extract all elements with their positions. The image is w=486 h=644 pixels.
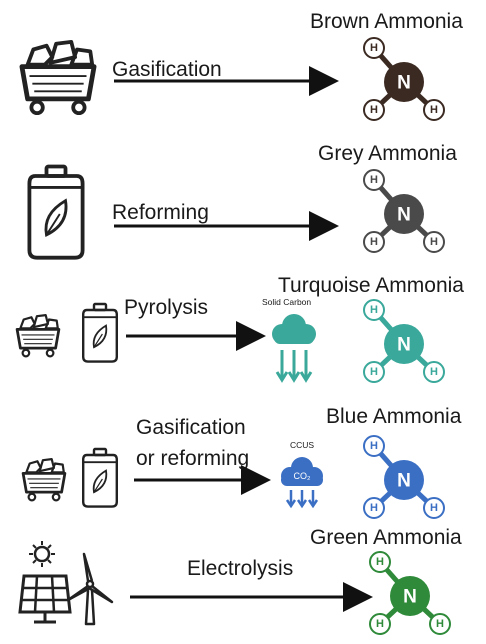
ammonia-molecule: H H H N (363, 435, 445, 519)
product-title: Blue Ammonia (326, 405, 462, 428)
hydrogen-label: H (370, 440, 378, 452)
hydrogen-atom (369, 551, 391, 573)
hydrogen-atom (363, 37, 385, 59)
hydrogen-label: H (370, 304, 378, 316)
co2-cloud-icon: CO₂ (281, 457, 323, 509)
hydrogen-label: H (370, 104, 378, 116)
ammonia-molecule: H H H N (363, 37, 445, 121)
row-blue: Gasification or reforming CCUS CO₂ Blue … (21, 405, 462, 519)
hydrogen-atom (363, 299, 385, 321)
nitrogen-atom (384, 194, 424, 234)
nitrogen-label: N (397, 73, 411, 94)
hydrogen-label: H (370, 502, 378, 514)
process-label-line1: Gasification (136, 416, 246, 439)
hydrogen-atom (423, 497, 445, 519)
ammonia-molecule: H H H N (363, 169, 445, 253)
coal-cart-icon (21, 457, 67, 502)
hydrogen-atom (363, 497, 385, 519)
hydrogen-label: H (376, 618, 384, 630)
nitrogen-label: N (397, 335, 411, 356)
process-label: Gasification (112, 58, 222, 81)
hydrogen-atom (363, 361, 385, 383)
hydrogen-label: H (430, 366, 438, 378)
hydrogen-atom (423, 361, 445, 383)
ammonia-molecule: H H H N (369, 551, 451, 635)
process-label-line2: or reforming (136, 447, 249, 470)
hydrogen-label: H (430, 502, 438, 514)
coal-cart-icon (15, 313, 61, 358)
process-label: Pyrolysis (124, 296, 208, 319)
wind-turbine-icon (66, 552, 114, 626)
row-brown: Gasification Brown Ammonia H H H N (22, 10, 463, 121)
gas-cylinder-icon (27, 164, 85, 260)
product-title: Green Ammonia (310, 526, 462, 549)
gas-cylinder-icon (81, 447, 119, 508)
hydrogen-label: H (430, 104, 438, 116)
process-label: Electrolysis (187, 557, 293, 580)
nitrogen-atom (384, 324, 424, 364)
row-turquoise: Pyrolysis Solid Carbon Turquoise Ammonia… (15, 274, 464, 383)
product-title: Turquoise Ammonia (278, 274, 464, 297)
hydrogen-atom (369, 613, 391, 635)
hydrogen-label: H (430, 236, 438, 248)
process-label: Reforming (112, 201, 209, 224)
hydrogen-label: H (370, 42, 378, 54)
nitrogen-atom (384, 62, 424, 102)
hydrogen-atom (363, 99, 385, 121)
byproduct-label: Solid Carbon (262, 297, 311, 307)
hydrogen-atom (429, 613, 451, 635)
nitrogen-atom (390, 576, 430, 616)
hydrogen-atom (423, 99, 445, 121)
row-grey: Reforming Grey Ammonia H H H N (27, 142, 457, 260)
hydrogen-label: H (370, 366, 378, 378)
product-title: Brown Ammonia (310, 10, 463, 33)
nitrogen-label: N (397, 205, 411, 226)
hydrogen-atom (363, 435, 385, 457)
byproduct-label: CCUS (290, 440, 314, 450)
hydrogen-atom (363, 169, 385, 191)
carbon-cloud-icon (272, 314, 316, 383)
hydrogen-atom (423, 231, 445, 253)
hydrogen-label: H (370, 236, 378, 248)
nitrogen-label: N (403, 587, 417, 608)
hydrogen-label: H (370, 174, 378, 186)
ammonia-molecule: H H H N (363, 299, 445, 383)
cloud-text: CO₂ (294, 471, 312, 481)
coal-cart-icon (22, 42, 94, 113)
hydrogen-label: H (436, 618, 444, 630)
row-green: Electrolysis Green Ammonia H H H N (18, 526, 462, 635)
hydrogen-atom (363, 231, 385, 253)
hydrogen-label: H (376, 556, 384, 568)
nitrogen-atom (384, 460, 424, 500)
nitrogen-label: N (397, 471, 411, 492)
product-title: Grey Ammonia (318, 142, 457, 165)
solar-panel-icon (18, 541, 72, 624)
gas-cylinder-icon (81, 302, 119, 363)
